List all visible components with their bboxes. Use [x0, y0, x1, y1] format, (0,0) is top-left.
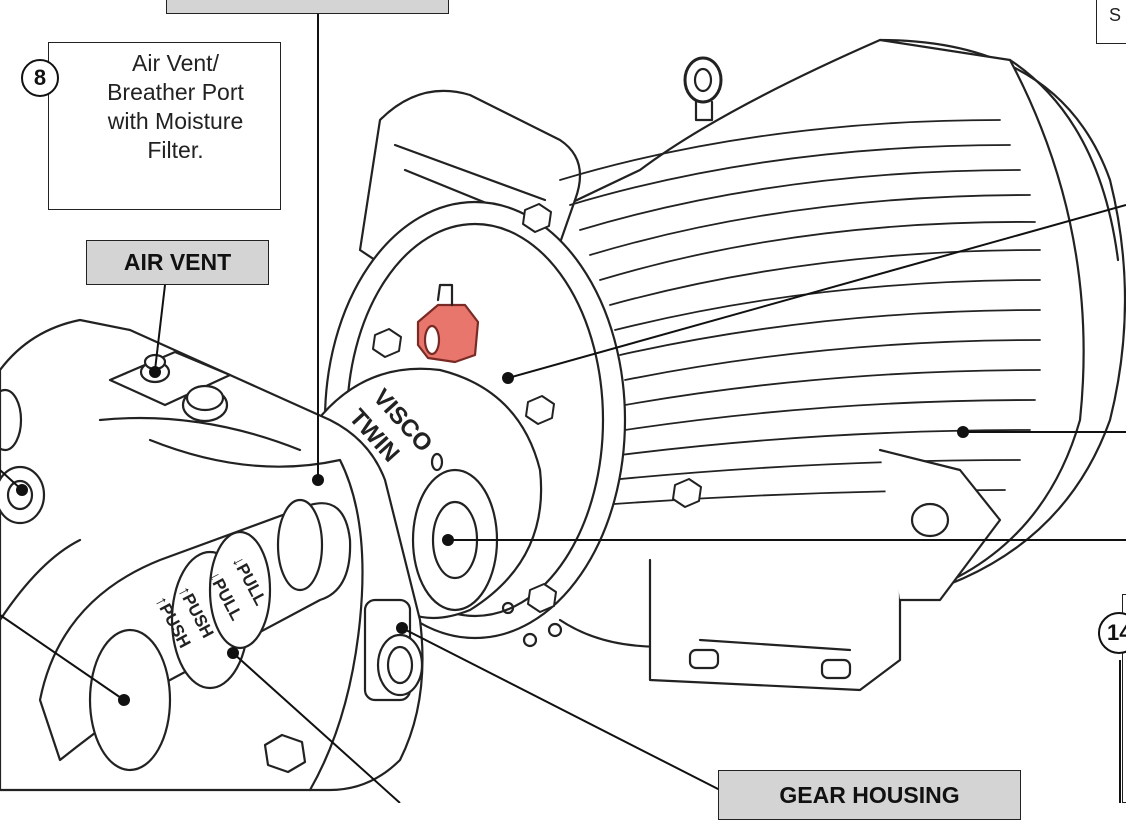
air-vent-fitting — [108, 350, 232, 423]
right-bottom-number-badge: 14 — [1098, 612, 1126, 654]
air-vent-description: Air Vent/ Breather Port with Moisture Fi… — [51, 49, 280, 165]
pump-motor-illustration: VISCO TWIN ↓PULL ↓PULL ↑PUSH ↑PUSH — [0, 14, 1126, 803]
dot-motor — [957, 426, 969, 438]
dot-air-vent — [149, 366, 161, 378]
leader-lines — [0, 14, 1126, 803]
dot-housing-top — [312, 474, 324, 486]
right-top-callout-text: S — [1109, 5, 1122, 25]
dot-eye-bolt — [16, 484, 28, 496]
air-vent-description-line2: Breather Port — [107, 79, 244, 105]
coupling-clamp — [416, 283, 480, 364]
dot-flange — [502, 372, 514, 384]
gear-housing-label: GEAR HOUSING — [718, 770, 1021, 820]
cooling-fins — [559, 119, 1041, 506]
top-label — [166, 0, 449, 14]
dot-shaft — [118, 694, 130, 706]
dot-gear-housing — [396, 622, 408, 634]
air-vent-number-badge: 8 — [21, 59, 59, 97]
right-top-callout-box: S — [1096, 0, 1126, 44]
dot-collar — [227, 647, 239, 659]
air-vent-description-line3: with Moisture — [107, 108, 244, 134]
leader-dots — [16, 366, 969, 706]
air-vent-description-line4: Filter. — [147, 137, 204, 163]
air-vent-description-line1: Air Vent/ — [132, 50, 219, 76]
motor-feet — [648, 448, 1002, 692]
air-vent-callout-box: 8 Air Vent/ Breather Port with Moisture … — [21, 42, 281, 210]
air-vent-label: AIR VENT — [86, 240, 269, 285]
dot-coupling — [442, 534, 454, 546]
lifting-eye — [683, 56, 723, 122]
